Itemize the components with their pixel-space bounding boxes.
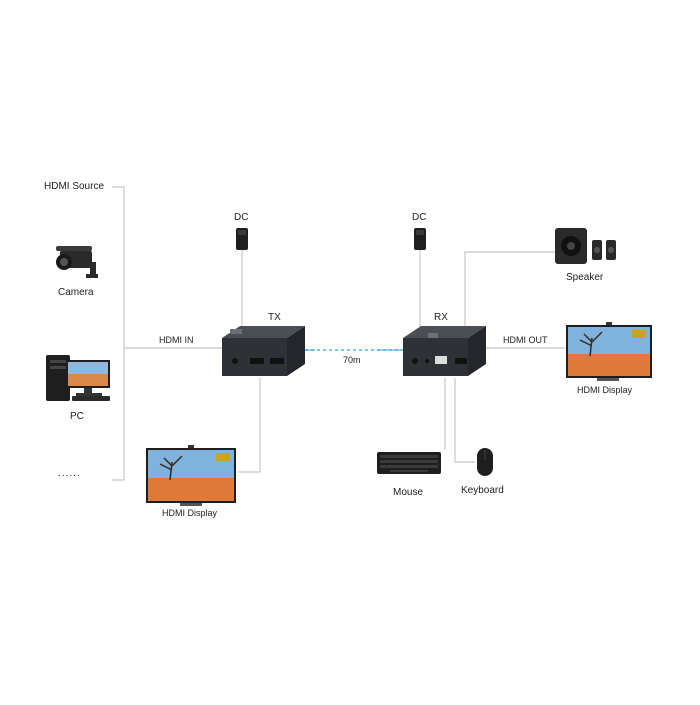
speaker-line [464, 251, 555, 330]
keyboard-label: Keyboard [461, 485, 504, 496]
hdmi-display-left-label: HDMI Display [162, 508, 218, 518]
mouse-device-icon [377, 452, 441, 474]
hdmi-display-right-icon [566, 322, 652, 381]
mouse-label: Mouse [393, 487, 424, 498]
hdmi-source-label: HDMI Source [44, 181, 105, 192]
dc-right-label: DC [412, 212, 427, 223]
connection-lines [112, 186, 565, 481]
tx-device-icon [222, 326, 305, 376]
pc-label: PC [70, 411, 84, 422]
keyboard-device-icon [477, 448, 493, 476]
distance-label: 70m [343, 355, 361, 365]
dc-adapter-right-icon [414, 228, 426, 250]
rx-label: RX [434, 312, 448, 323]
dc-adapter-left-icon [236, 228, 248, 250]
keyboard-line [454, 378, 475, 463]
pc-icon [46, 355, 110, 401]
hdmi-display-right-label: HDMI Display [577, 385, 633, 395]
hdmi-in-label: HDMI IN [159, 335, 194, 345]
speaker-icon [555, 228, 616, 264]
camera-label: Camera [58, 287, 94, 298]
source-bracket-line [112, 186, 125, 481]
tx-hdmi-out-line [238, 378, 261, 473]
dc-left-label: DC [234, 212, 249, 223]
speaker-label: Speaker [566, 272, 604, 283]
rx-device-icon [403, 326, 486, 376]
camera-icon [56, 246, 98, 278]
hdmi-display-left-icon [146, 445, 236, 506]
more-sources-ellipsis: ...... [58, 468, 81, 479]
hdmi-out-label: HDMI OUT [503, 335, 548, 345]
tx-label: TX [268, 312, 281, 323]
